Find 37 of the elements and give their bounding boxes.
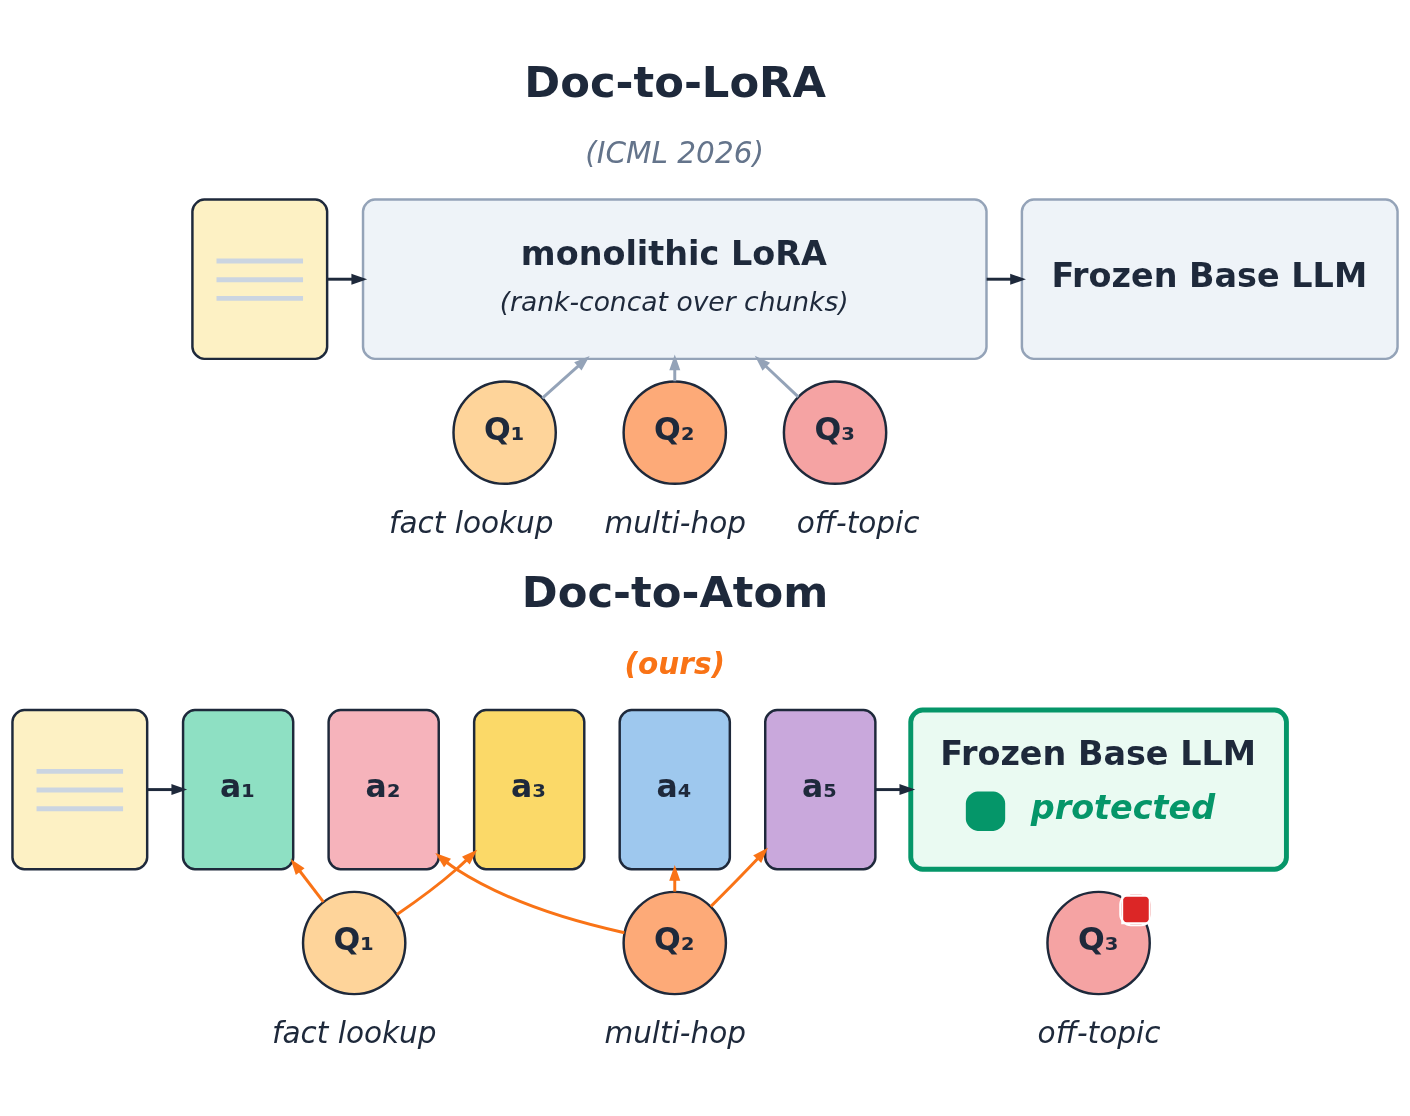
node-box: monolithic LoRA (rank-concat over chunks) [361,198,988,361]
arrow [754,355,800,398]
node-document [11,708,149,871]
arrow [396,849,478,916]
node-label: off-topic [796,505,920,540]
node-circle: Q₂ [622,380,728,485]
label: (ICML 2026) [585,136,764,171]
node-box: a₂ [327,708,440,871]
node-box: Frozen Base LLM [1020,198,1399,361]
node-label: off-topic [1037,1016,1161,1051]
node-box: a₅ [764,708,877,871]
node-label: multi-hop [604,505,746,540]
node-circle: Q₃ [782,380,888,485]
node-circle: Q₁ [452,380,557,485]
arrow [669,864,681,892]
label: Doc-to-Atom [521,566,829,617]
arrow [875,784,916,796]
node-box: a₃ [472,708,586,871]
arrow [327,273,368,285]
node-circle: Q₁ [301,890,407,996]
arrow [986,273,1026,285]
node-label: multi-hop [604,1016,746,1051]
label: (ours) [624,646,725,681]
label: Doc-to-LoRA [524,56,826,107]
node-box: a₄ [618,708,732,871]
arrow [669,354,681,382]
arrow [435,853,625,935]
node-circle: Q₂ [622,890,728,996]
node-document [191,198,329,361]
arrow [147,784,188,796]
node-box: Frozen Base LLM protected [908,707,1289,872]
node-box: a₁ [181,708,295,871]
arrow [709,847,768,908]
arrow [290,859,325,903]
arrow [541,355,590,400]
node-label: fact lookup [272,1016,437,1051]
node-label: fact lookup [389,505,554,540]
